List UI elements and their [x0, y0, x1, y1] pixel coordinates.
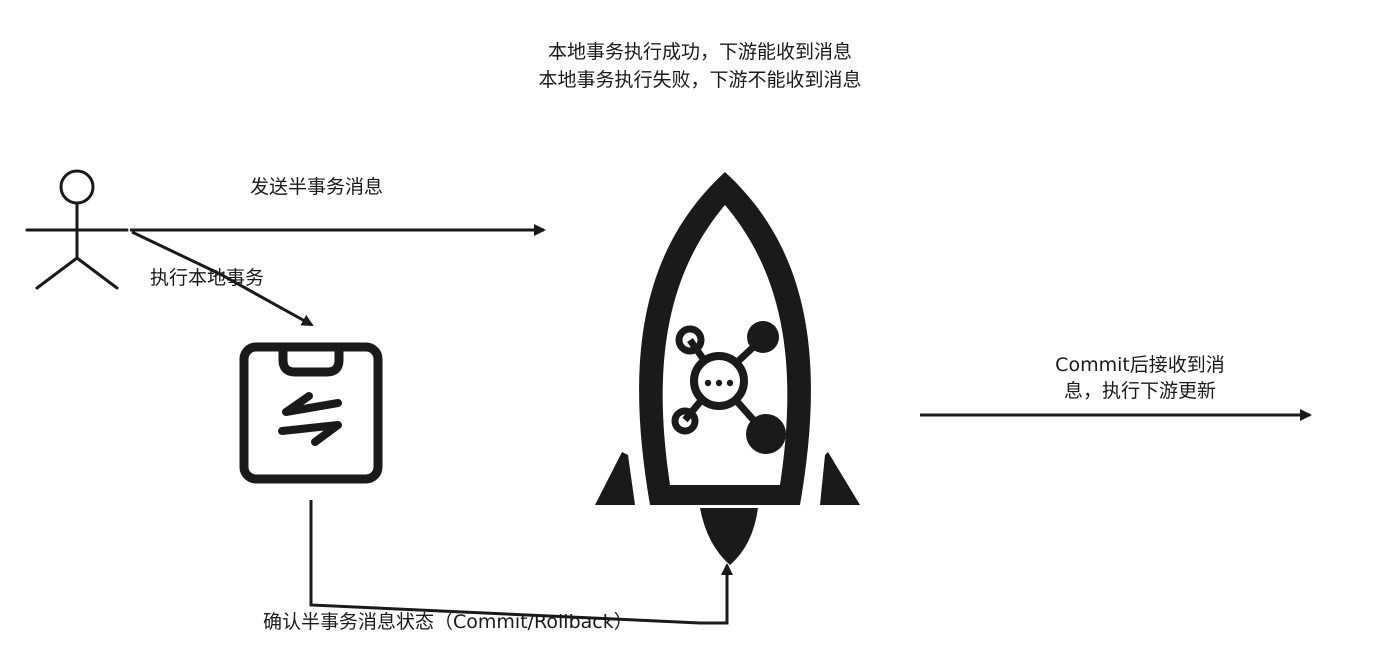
confirm-status-label: 确认半事务消息状态（Commit/Rollback）: [263, 611, 633, 633]
downstream-label: Commit后接收到消 息，执行下游更新: [1020, 352, 1260, 404]
arrow-execute-local-transaction: [131, 230, 314, 327]
top-note-success: 本地事务执行成功，下游能收到消息: [547, 41, 852, 63]
actor-icon: [25, 169, 129, 290]
network-hub-icon: [671, 321, 786, 454]
top-note: 本地事务执行成功，下游能收到消息 本地事务执行失败，下游不能收到消息: [440, 38, 960, 94]
top-note-failure: 本地事务执行失败，下游不能收到消息: [538, 69, 862, 91]
arrow-confirm-status: [309, 500, 733, 625]
clipboard-transfer-icon: [239, 342, 383, 484]
send-half-message-label: 发送半事务消息: [250, 176, 384, 198]
downstream-label-line1: Commit后接收到消: [1055, 354, 1225, 376]
downstream-label-line2: 息，执行下游更新: [1063, 380, 1216, 402]
execute-local-transaction-label: 执行本地事务: [150, 267, 265, 289]
